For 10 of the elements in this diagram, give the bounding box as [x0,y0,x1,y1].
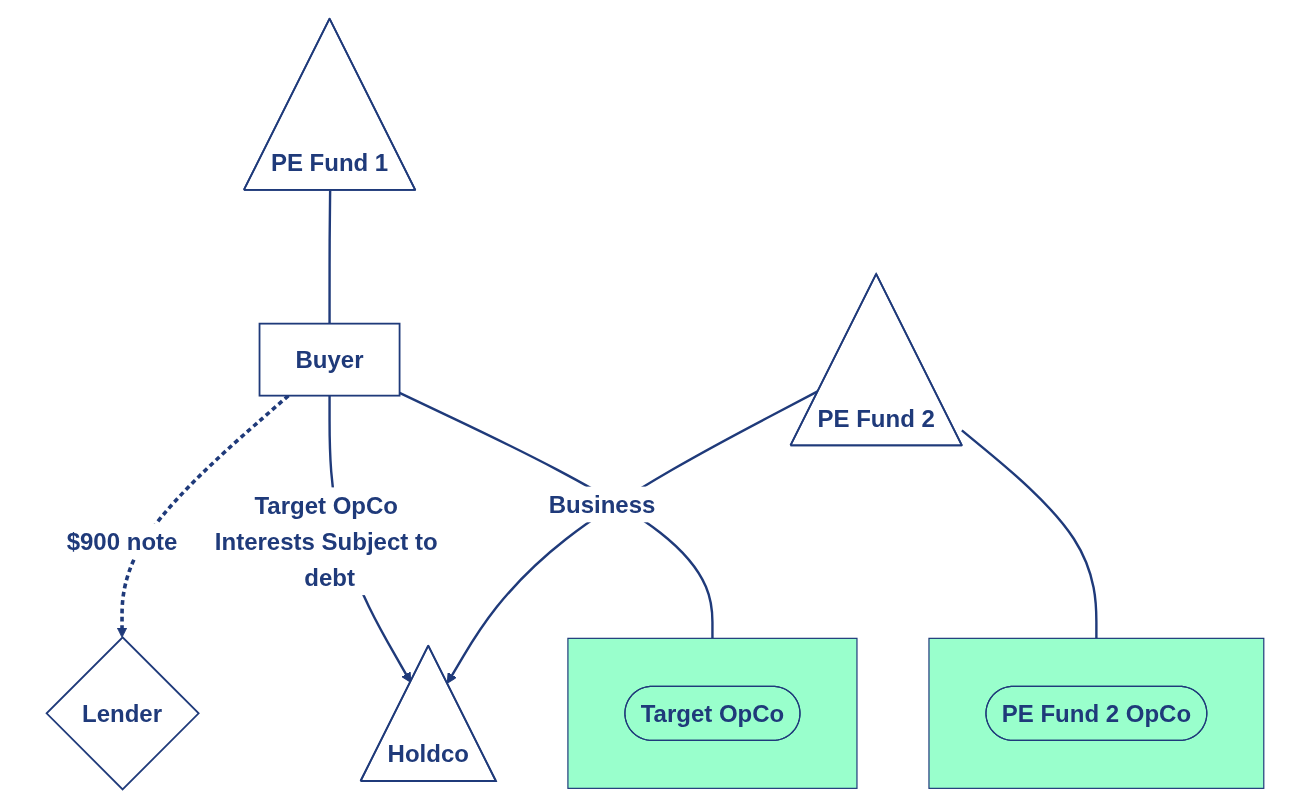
edge-label: Business [548,490,656,518]
arrow [446,389,819,684]
cluster [928,637,1265,789]
node-box: Buyer [258,322,401,397]
connector [960,428,1098,638]
node-diamond: Lender [45,635,200,791]
edge-label: $900 note [66,527,178,555]
cluster [567,637,858,789]
connector [328,190,332,324]
edge-label: Target OpCo Interests Subject to debt [214,491,438,591]
